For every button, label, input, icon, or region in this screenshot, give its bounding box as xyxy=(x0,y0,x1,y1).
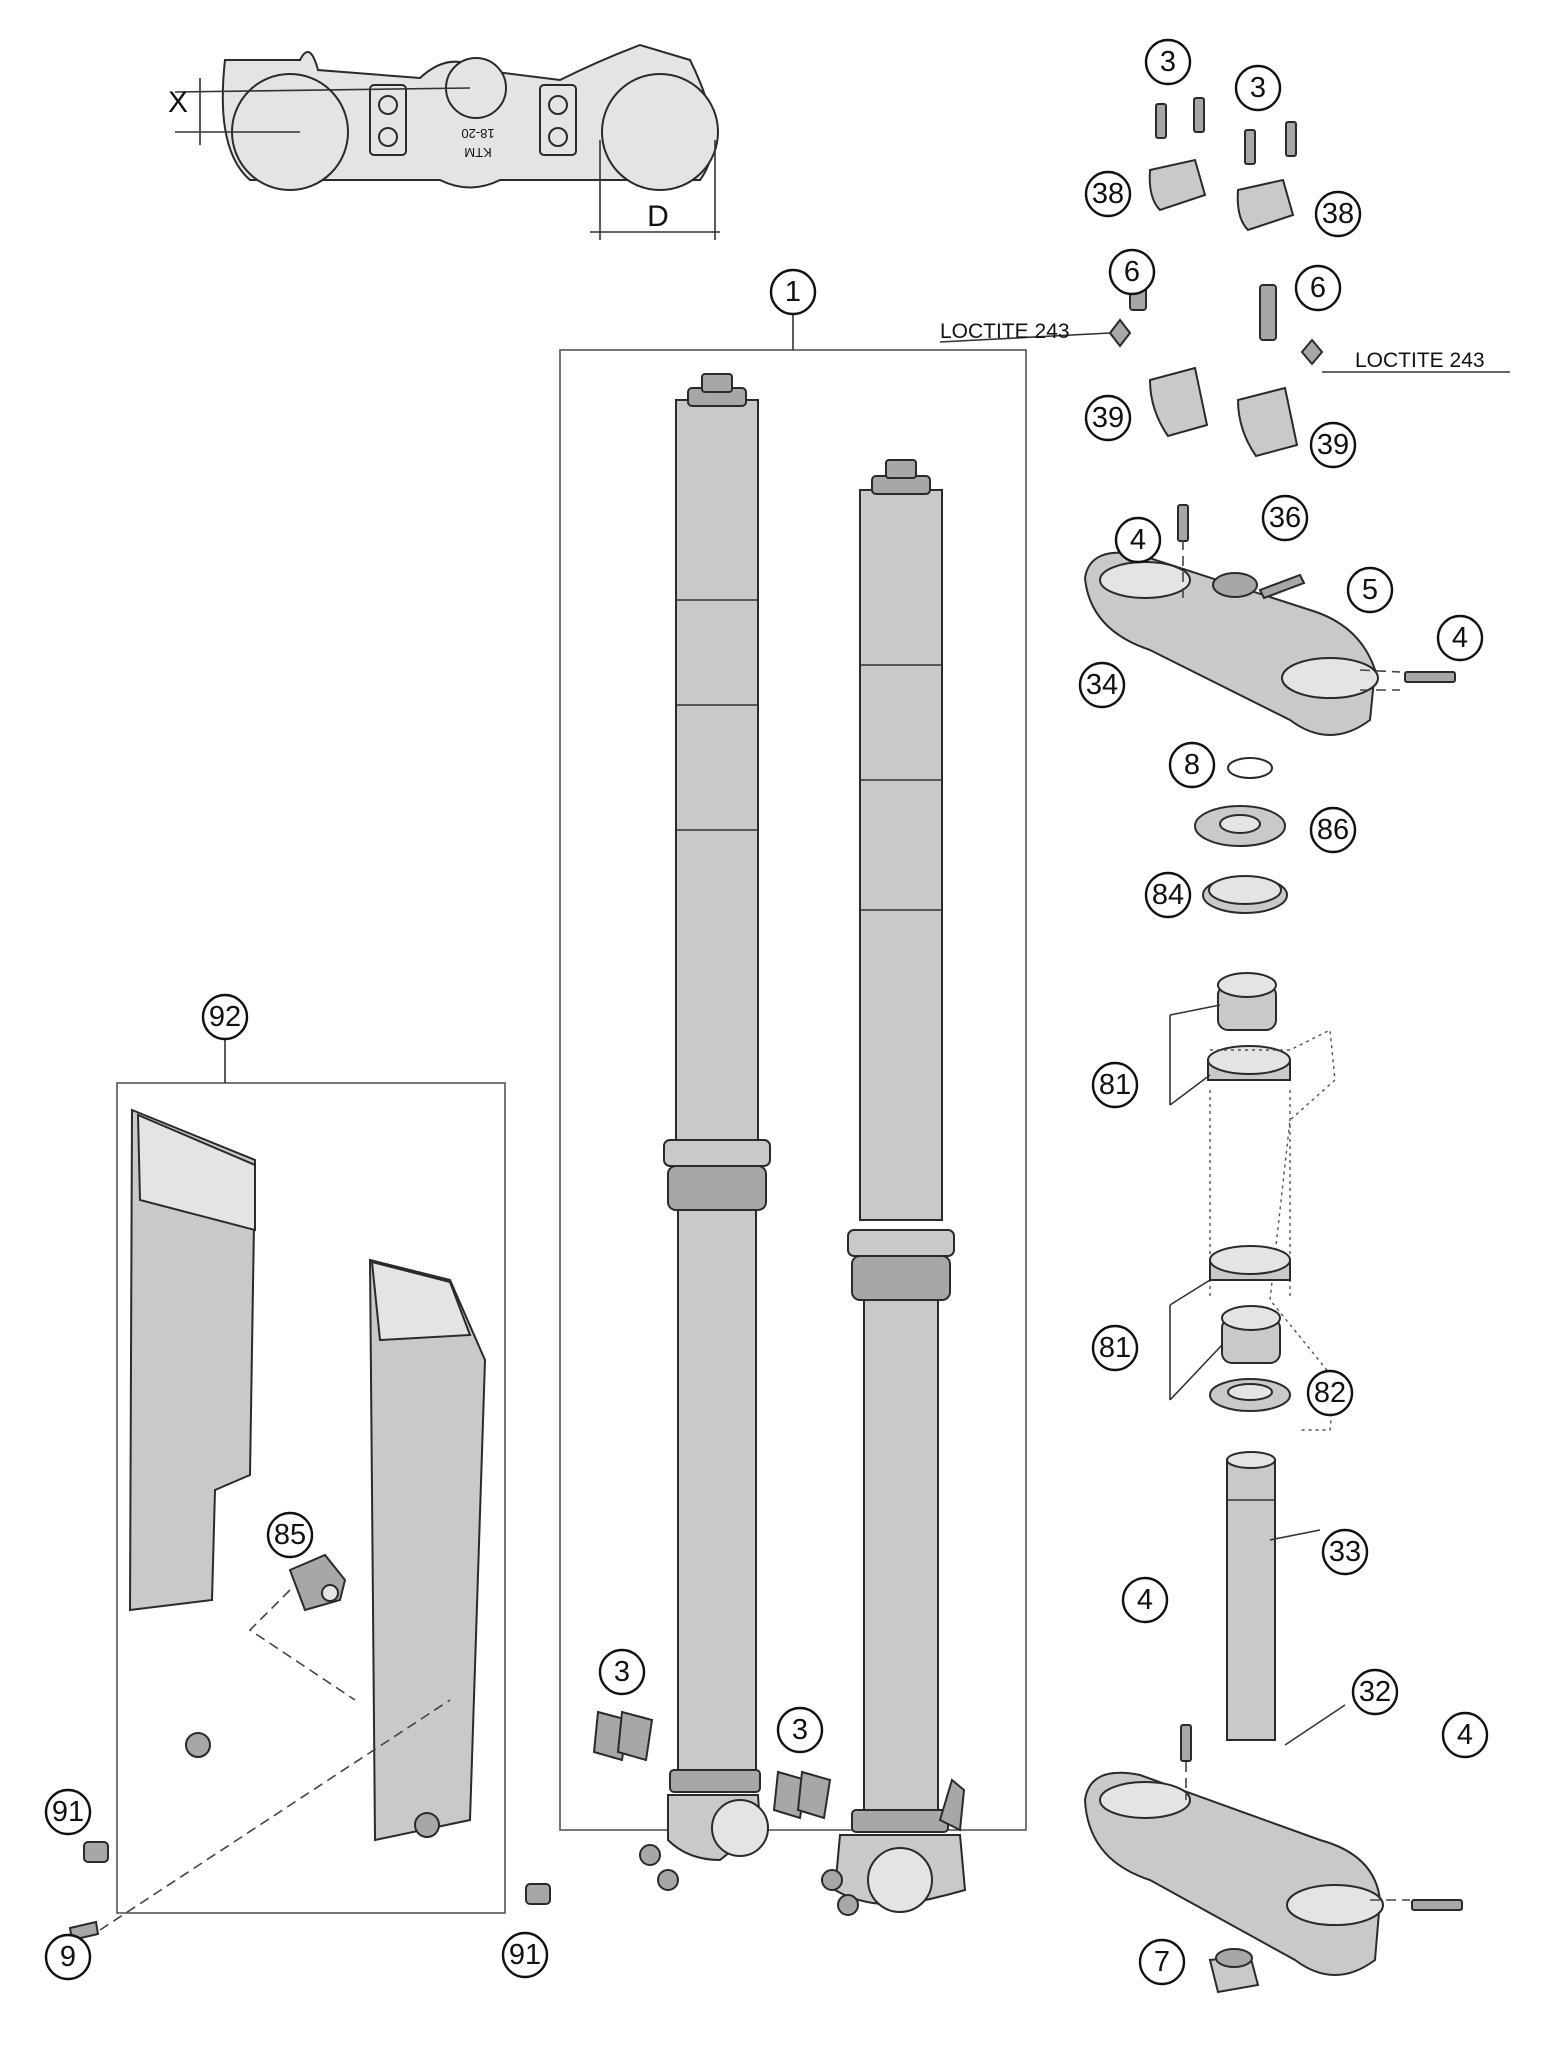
svg-text:5: 5 xyxy=(1362,574,1378,606)
callout-screw-right: 6 xyxy=(1294,264,1342,312)
callout-clamp-upper-left: 38 xyxy=(1084,170,1132,218)
seal-ring-84 xyxy=(1202,875,1288,914)
callout-bottom-clamp: 32 xyxy=(1351,1668,1399,1716)
svg-text:36: 36 xyxy=(1269,502,1301,534)
svg-text:9: 9 xyxy=(60,1941,76,1973)
svg-text:33: 33 xyxy=(1329,1536,1361,1568)
svg-text:86: 86 xyxy=(1317,814,1349,846)
svg-text:4: 4 xyxy=(1137,1584,1153,1616)
bearing-race-upper xyxy=(1207,1045,1291,1081)
handlebar-clamp-lower xyxy=(1148,366,1299,458)
washer-86 xyxy=(1194,805,1286,847)
dimension-x-label: X xyxy=(168,86,188,119)
bearing-lower xyxy=(1221,1305,1281,1364)
callout-bearing-lower: 81 xyxy=(1091,1324,1139,1372)
svg-text:38: 38 xyxy=(1322,198,1354,230)
callout-guard-screw-left: 91 xyxy=(44,1788,92,1836)
bearing-race-lower xyxy=(1209,1245,1291,1281)
callout-guard-screw-right: 91 xyxy=(501,1931,549,1979)
callout-washer: 86 xyxy=(1309,806,1357,854)
callout-screw-side-top: 4 xyxy=(1436,614,1484,662)
top-view-triple-clamp: 18-20 KTM X D xyxy=(168,43,720,240)
svg-text:6: 6 xyxy=(1310,272,1326,304)
svg-text:38: 38 xyxy=(1092,178,1124,210)
callout-fork-assembly: 1 xyxy=(769,268,817,316)
callout-plug: 36 xyxy=(1261,494,1309,542)
fork-leg-left xyxy=(639,373,771,1891)
bearing-upper xyxy=(1217,972,1277,1031)
svg-text:1: 1 xyxy=(785,276,801,308)
callout-bearing-upper: 81 xyxy=(1091,1061,1139,1109)
svg-text:82: 82 xyxy=(1314,1377,1346,1409)
bottom-clamp-part xyxy=(1083,1724,1463,1976)
callout-steering-stem: 33 xyxy=(1321,1528,1369,1576)
fork-clamp-bolts-right xyxy=(772,1770,832,1820)
callout-bolt-top-left: 3 xyxy=(1144,38,1192,86)
callout-screw-left: 6 xyxy=(1108,248,1156,296)
loctite-note-left: LOCTITE 243 xyxy=(940,320,1070,343)
bearing-seal-82 xyxy=(1209,1378,1291,1412)
callout-o-ring: 8 xyxy=(1168,741,1216,789)
svg-text:32: 32 xyxy=(1359,1676,1391,1708)
svg-text:3: 3 xyxy=(792,1714,808,1746)
callout-screw-top-clamp: 4 xyxy=(1114,516,1162,564)
callout-fork-guard-set: 92 xyxy=(201,993,249,1041)
callout-nut: 7 xyxy=(1138,1938,1186,1986)
callout-screw-5: 5 xyxy=(1346,566,1394,614)
top-clamp-part xyxy=(1083,504,1456,736)
svg-text:81: 81 xyxy=(1099,1332,1131,1364)
svg-text:85: 85 xyxy=(274,1519,306,1551)
callout-guard-clip: 85 xyxy=(266,1511,314,1559)
callout-fork-bolts-right: 3 xyxy=(776,1706,824,1754)
svg-text:4: 4 xyxy=(1457,1719,1473,1751)
callout-fork-bolts-left: 3 xyxy=(598,1648,646,1696)
steering-stem xyxy=(1226,1451,1276,1741)
fork-assembly-frame xyxy=(559,349,1027,1831)
callout-screw-side-bottom: 4 xyxy=(1441,1711,1489,1759)
svg-text:4: 4 xyxy=(1452,622,1468,654)
svg-text:4: 4 xyxy=(1130,524,1146,556)
o-ring xyxy=(1227,757,1273,779)
callout-bolt-top-right: 3 xyxy=(1234,64,1282,112)
callout-clamp-upper-right: 38 xyxy=(1314,190,1362,238)
fork-guard-frame xyxy=(116,1082,506,1914)
svg-text:39: 39 xyxy=(1317,429,1349,461)
fork-leg-right xyxy=(821,459,967,1916)
svg-text:34: 34 xyxy=(1086,669,1118,701)
svg-text:92: 92 xyxy=(209,1001,241,1033)
guard-screws xyxy=(68,1841,551,1942)
fork-clamp-bolts-left xyxy=(592,1710,654,1762)
handlebar-clamp-upper xyxy=(1148,158,1295,232)
callout-seal-ring: 84 xyxy=(1144,871,1192,919)
callout-clamp-lower-right: 39 xyxy=(1309,421,1357,469)
svg-text:39: 39 xyxy=(1092,402,1124,434)
svg-text:3: 3 xyxy=(1250,72,1266,104)
fork-guard-left xyxy=(128,1108,257,1758)
svg-text:3: 3 xyxy=(614,1656,630,1688)
callout-bearing-seal: 82 xyxy=(1306,1369,1354,1417)
svg-text:91: 91 xyxy=(509,1939,541,1971)
svg-text:KTM: KTM xyxy=(464,145,491,160)
callout-guard-screw-long: 9 xyxy=(44,1933,92,1981)
svg-text:8: 8 xyxy=(1184,749,1200,781)
svg-text:6: 6 xyxy=(1124,256,1140,288)
clamp-marking-text: 18-20 xyxy=(461,126,494,141)
frame-head-outline xyxy=(1209,1028,1336,1431)
handlebar-clamp-bolts xyxy=(1155,97,1297,165)
callout-screw-bottom-clamp: 4 xyxy=(1121,1576,1169,1624)
svg-text:84: 84 xyxy=(1152,879,1184,911)
guard-clip xyxy=(288,1553,347,1612)
callout-top-clamp: 34 xyxy=(1078,661,1126,709)
svg-text:7: 7 xyxy=(1154,1946,1170,1978)
svg-text:91: 91 xyxy=(52,1796,84,1828)
callout-clamp-lower-left: 39 xyxy=(1084,394,1132,442)
stem-nut xyxy=(1208,1948,1260,1994)
loctite-note-right: LOCTITE 243 xyxy=(1355,349,1485,372)
svg-text:81: 81 xyxy=(1099,1069,1131,1101)
fork-guard-right xyxy=(368,1258,487,1842)
svg-text:3: 3 xyxy=(1160,46,1176,78)
dimension-d-label: D xyxy=(647,200,669,233)
